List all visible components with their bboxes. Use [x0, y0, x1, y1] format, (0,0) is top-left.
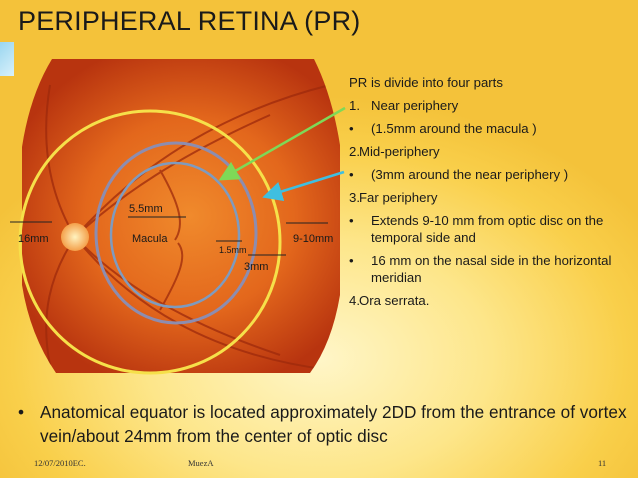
mid-ring-mid-periphery	[94, 141, 258, 325]
footer-author: MuezA	[188, 458, 214, 468]
fundus-photo	[22, 59, 340, 373]
list-intro: PR is divide into four parts	[349, 75, 503, 90]
list-item: • 16 mm on the nasal side in the horizon…	[349, 253, 612, 285]
list-item: 1. Near periphery	[349, 98, 459, 113]
cyan-arrow	[262, 170, 345, 202]
slide-title: PERIPHERAL RETINA (PR)	[18, 6, 361, 36]
inner-ring-near-periphery	[109, 161, 241, 309]
list-item: 4. Ora serrata.	[349, 293, 430, 308]
label-5-5mm: 5.5mm	[129, 203, 163, 215]
label-macula: Macula	[132, 233, 168, 245]
label-9-10mm: 9-10mm	[293, 233, 334, 245]
list-item: • (1.5mm around the macula )	[349, 121, 537, 136]
parts-list: PR is divide into four parts 1. Near per…	[349, 74, 634, 309]
note-text: Anatomical equator is located approximat…	[40, 402, 627, 446]
label-16mm: 16mm	[18, 233, 49, 245]
list-item: 3. Far periphery	[349, 190, 438, 205]
list-item: • Extends 9-10 mm from optic disc on the…	[349, 213, 604, 245]
outer-ring-far-periphery	[18, 109, 282, 375]
list-item: 2. Mid-periphery	[349, 144, 440, 159]
list-item: • (3mm around the near periphery )	[349, 167, 569, 182]
green-arrow	[218, 106, 346, 181]
label-1-5mm: 1.5mm	[219, 245, 247, 255]
decorative-accent	[0, 42, 14, 76]
equator-note: • Anatomical equator is located approxim…	[18, 400, 630, 448]
note-bullet: •	[18, 402, 25, 422]
fundus-diagram	[10, 59, 340, 375]
optic-disc	[61, 223, 89, 251]
footer-date: 12/07/2010EC.	[34, 458, 86, 468]
label-3mm: 3mm	[244, 261, 269, 273]
footer-page-number: 11	[598, 458, 607, 468]
